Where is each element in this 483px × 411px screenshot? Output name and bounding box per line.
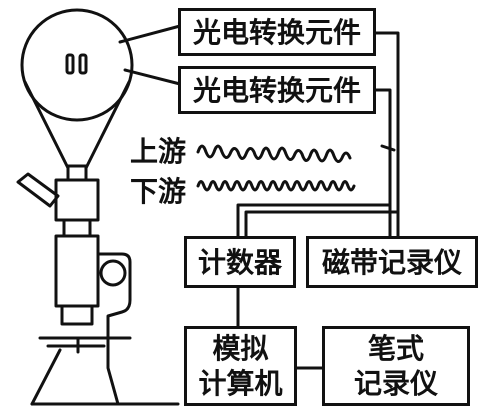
- tape-recorder-box: 磁带记录仪: [306, 236, 478, 288]
- pen-recorder-label-line2: 记录仪: [353, 367, 438, 400]
- upstream-label: 上游: [130, 135, 187, 168]
- counter-box: 计数器: [184, 236, 296, 288]
- pen-recorder-label-line1: 笔式: [367, 332, 424, 365]
- converter-bottom-label: 光电转换元件: [192, 73, 361, 107]
- microscope-prism-head: [54, 178, 100, 222]
- wire-to-counter-b: [244, 210, 400, 238]
- slot-left: [65, 53, 75, 75]
- analog-computer-label-line2: 计算机: [198, 367, 283, 400]
- eyepiece-field-circle: [20, 8, 134, 122]
- wire-to-counter-a: [236, 203, 392, 238]
- funnel-right-line: [84, 80, 131, 170]
- converter-top-box: 光电转换元件: [178, 8, 376, 56]
- slot-right: [78, 53, 88, 75]
- waveform-downstream: [196, 180, 356, 192]
- tick-up: [380, 144, 396, 152]
- leader-to-converter-top: [118, 24, 182, 44]
- converter-bottom-box: 光电转换元件: [178, 66, 376, 114]
- leader-to-converter-bottom: [123, 68, 182, 86]
- funnel-left-line: [23, 80, 70, 170]
- pen-recorder-box: 笔式 记录仪: [322, 326, 470, 406]
- wire-bottom-converter: [373, 88, 392, 240]
- funnel-neck: [66, 164, 88, 182]
- microscope-arm: [96, 252, 132, 406]
- analog-computer-box: 模拟 计算机: [184, 326, 297, 406]
- waveform-upstream: [196, 144, 352, 163]
- tape-recorder-label: 磁带记录仪: [321, 245, 462, 279]
- downstream-label: 下游: [130, 175, 187, 208]
- microscope-side-eyepiece: [16, 172, 60, 208]
- converter-top-label: 光电转换元件: [192, 15, 361, 49]
- wire-top-converter: [373, 31, 400, 240]
- focus-knob: [99, 259, 127, 287]
- counter-label: 计数器: [197, 245, 282, 279]
- analog-computer-label-line1: 模拟: [212, 332, 269, 365]
- microscope-upper-tube: [62, 218, 92, 238]
- microscope-lower-tube: [54, 234, 100, 308]
- microscope-base-left: [30, 348, 62, 406]
- microscope-nosepiece: [60, 304, 94, 326]
